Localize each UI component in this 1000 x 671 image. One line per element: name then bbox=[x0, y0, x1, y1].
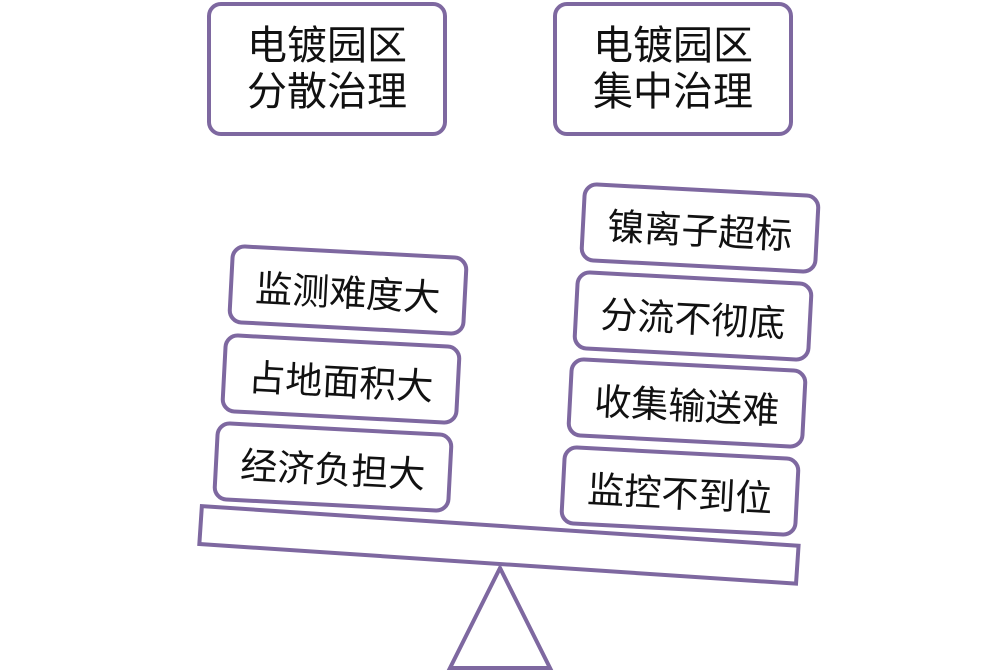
title-line: 集中治理 bbox=[593, 69, 753, 115]
title-line: 电镀园区 bbox=[247, 23, 407, 69]
right-item: 镍离子超标 bbox=[579, 181, 821, 275]
title-line: 电镀园区 bbox=[593, 23, 753, 69]
left-item: 占地面积大 bbox=[220, 332, 462, 426]
right-item: 分流不彻底 bbox=[572, 269, 814, 363]
title-line: 分散治理 bbox=[247, 69, 407, 115]
right-item: 收集输送难 bbox=[566, 356, 808, 450]
decentralized-treatment-box: 电镀园区 分散治理 bbox=[207, 2, 447, 136]
left-item: 经济负担大 bbox=[212, 420, 454, 514]
centralized-treatment-box: 电镀园区 集中治理 bbox=[553, 2, 793, 136]
right-item: 监控不到位 bbox=[559, 444, 801, 538]
left-item: 监测难度大 bbox=[227, 243, 469, 337]
